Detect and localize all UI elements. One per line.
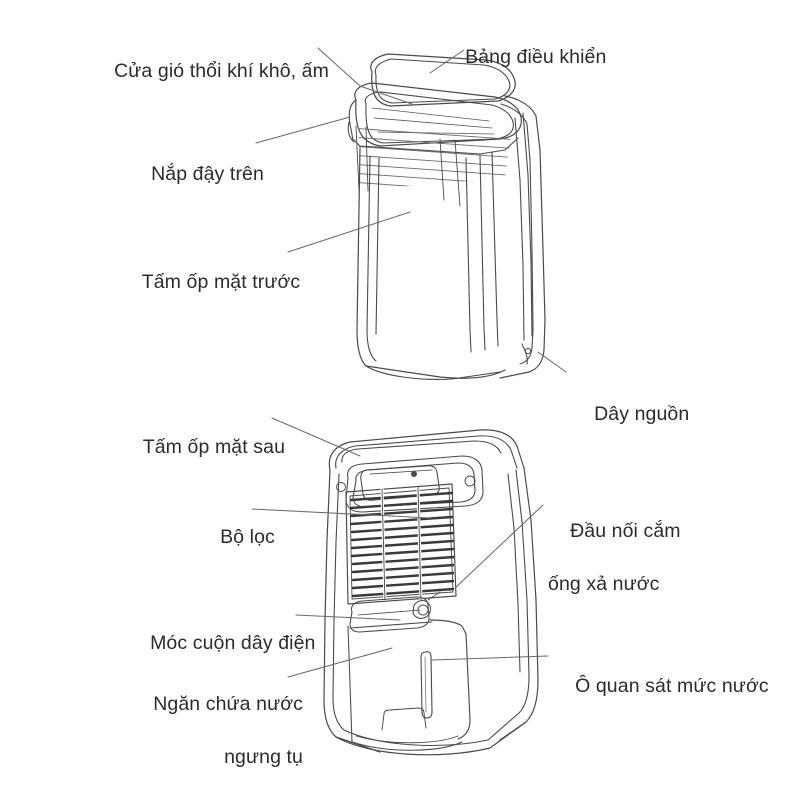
leader-air-outlet [317, 47, 413, 105]
callout-filter: Bộ lọc [198, 498, 275, 577]
leader-front-panel [287, 211, 411, 253]
callout-cord-hook-line1: Móc cuộn dây điện [150, 632, 316, 655]
callout-air-outlet-line1: Cửa gió thổi khí khô, ấm [114, 60, 329, 83]
callout-cord-hook: Móc cuộn dây điện [128, 604, 315, 683]
leader-top-cover [255, 116, 351, 144]
callout-power-cord-line1: Dây nguồn [594, 403, 690, 426]
leader-filter [251, 508, 431, 519]
callout-water-window-line1: Ô quan sát mức nước [575, 675, 769, 698]
leader-power-cord [537, 351, 567, 373]
leader-cord-hook [295, 614, 401, 621]
leader-water-window [431, 655, 549, 661]
rear-view-body [323, 429, 539, 756]
callout-drain-line2: ống xả nước [548, 572, 660, 595]
callout-tank-line2: ngưng tụ [224, 745, 303, 768]
front-view-body [347, 53, 546, 380]
callout-front-panel-line1: Tấm ốp mặt trước [141, 271, 301, 294]
callout-drain-line1: Đầu nối cắm [570, 520, 681, 543]
callout-condensate-tank: Ngăn chứa nước ngưng tụ [118, 665, 303, 800]
leader-drain [454, 504, 544, 589]
callout-water-level-window: Ô quan sát mức nước [553, 647, 769, 726]
callout-rear-panel: Tấm ốp mặt sau [121, 408, 285, 487]
callout-rear-panel-line1: Tấm ốp mặt sau [142, 436, 286, 459]
callout-top-cover: Nắp đậy trên [129, 135, 264, 214]
callout-top-cover-line1: Nắp đậy trên [151, 163, 264, 186]
leader-tank [287, 647, 393, 678]
callout-front-panel: Tấm ốp mặt trước [120, 243, 300, 322]
callout-filter-line1: Bộ lọc [220, 526, 275, 549]
leader-rear-panel [271, 417, 361, 457]
callout-control-panel-line1: Bảng điều khiển [465, 46, 607, 69]
callout-drain-hose-connector: Đầu nối cắm ống xả nước [548, 492, 681, 650]
callout-power-cord: Dây nguồn [572, 375, 689, 454]
leader-control-panel [429, 49, 465, 74]
callout-air-outlet: Cửa gió thổi khí khô, ấm [92, 32, 329, 111]
callout-tank-line1: Ngăn chứa nước [153, 693, 303, 716]
leader-lines [251, 47, 567, 678]
callout-control-panel: Bảng điều khiển [443, 18, 606, 97]
